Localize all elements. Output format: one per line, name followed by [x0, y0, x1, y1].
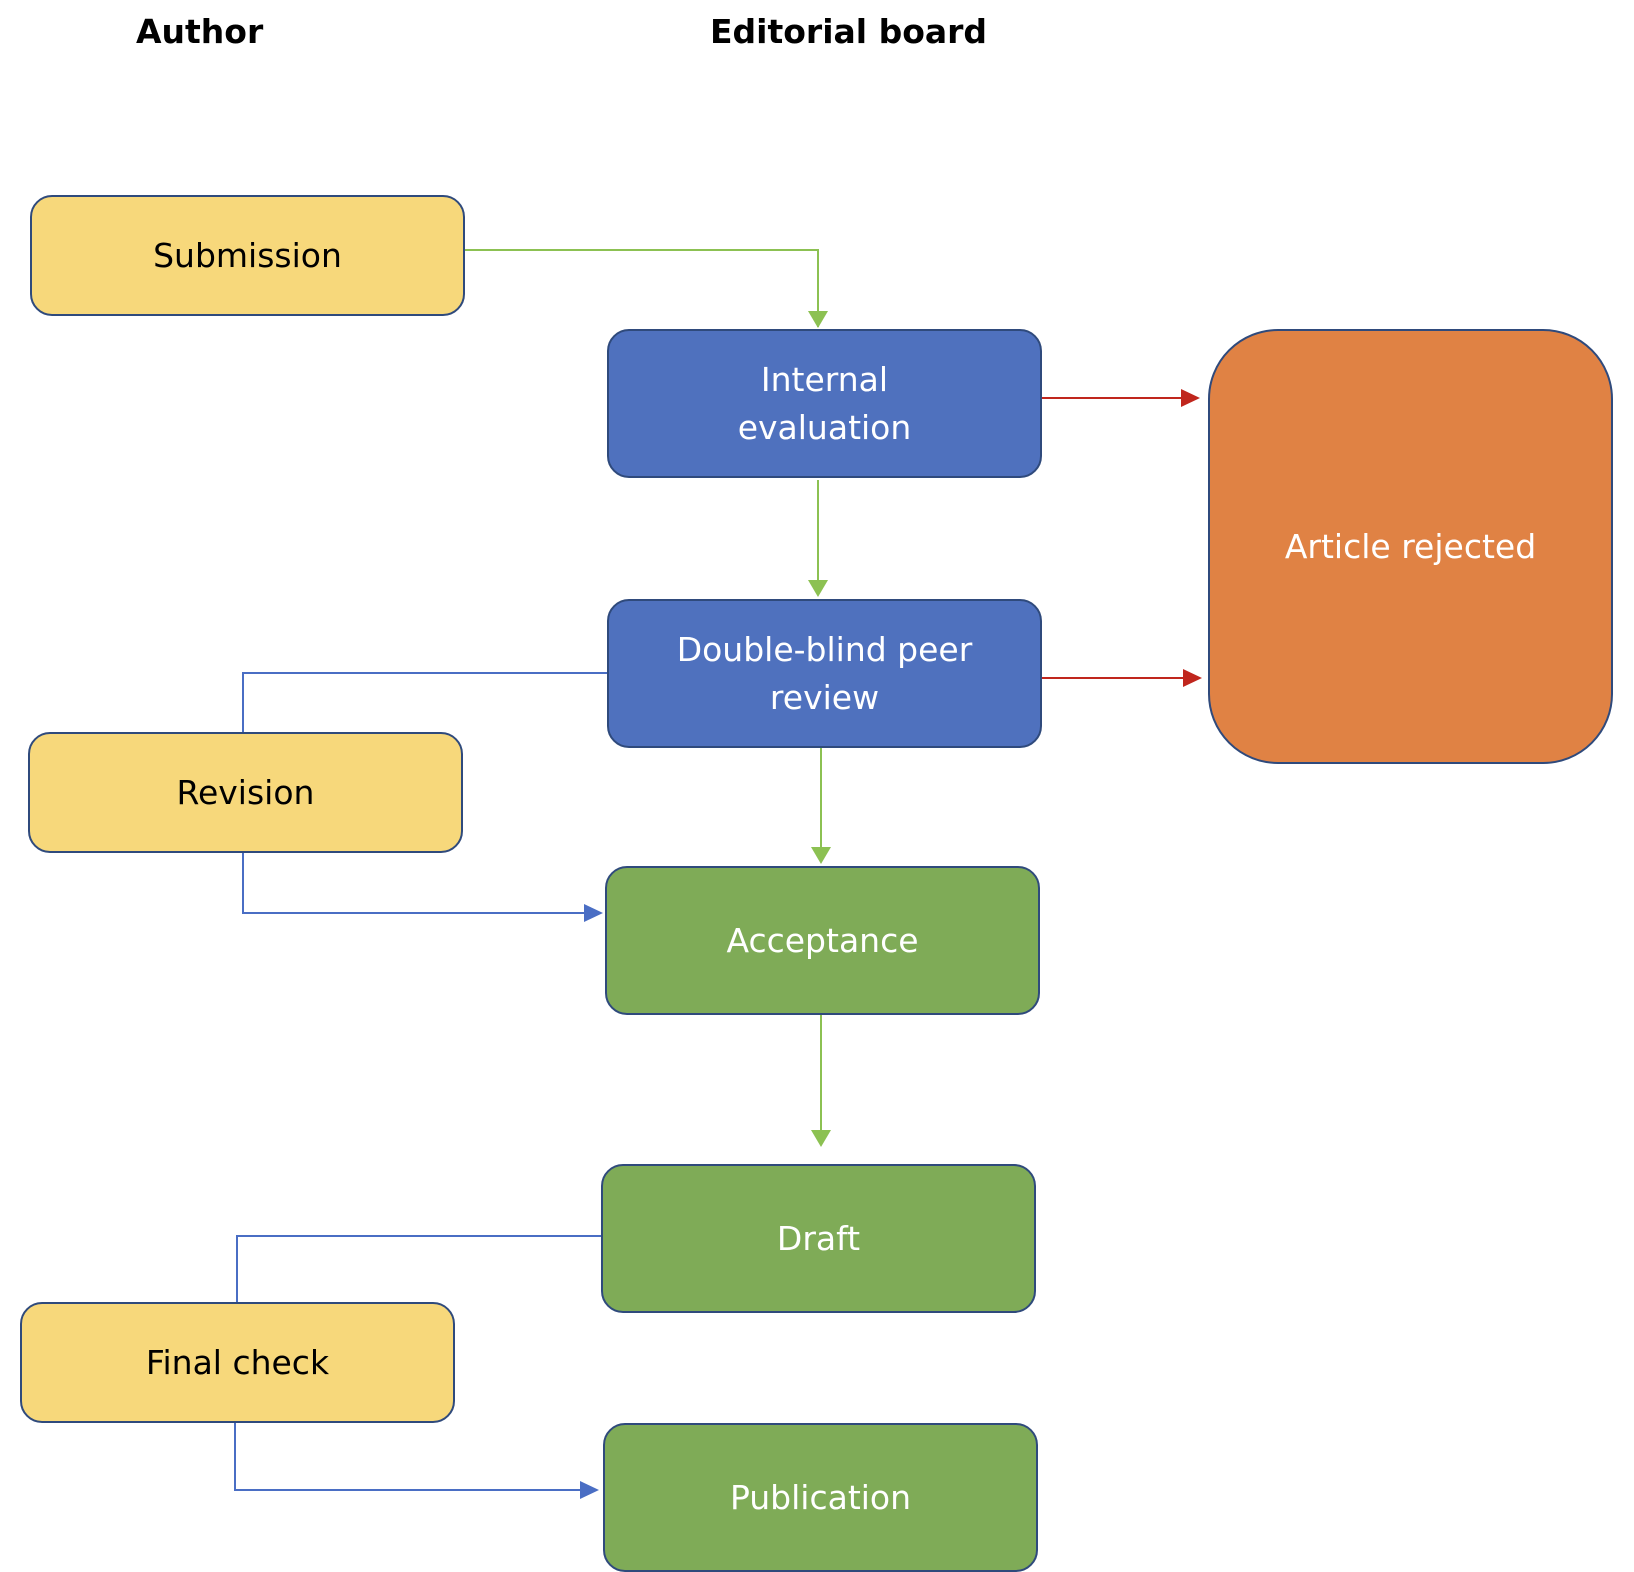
editorial-board-column-header: Editorial board [710, 12, 988, 51]
arrow-submission-to-internal [465, 249, 819, 327]
acceptance-node: Acceptance [605, 866, 1040, 1015]
peer-review-node: Double-blind peer review [607, 599, 1042, 748]
arrow-revision-to-acceptance [242, 853, 590, 914]
arrow-finalcheck-to-publication [234, 1423, 586, 1491]
author-column-header: Author [136, 12, 264, 51]
draft-label: Draft [776, 1218, 861, 1258]
arrowhead-finalcheck-to-publication [580, 1481, 599, 1499]
draft-node: Draft [601, 1164, 1036, 1313]
arrowhead-submission-to-internal [808, 311, 828, 328]
acceptance-label: Acceptance [726, 920, 919, 960]
internal-evaluation-label-line2: evaluation [737, 407, 912, 447]
revision-label: Revision [176, 772, 315, 812]
internal-evaluation-node: Internal evaluation [607, 329, 1042, 478]
arrowhead-internal-to-review [808, 580, 828, 597]
final-check-label: Final check [145, 1342, 330, 1382]
final-check-node: Final check [20, 1302, 455, 1423]
line-review-to-revision [242, 672, 607, 732]
publication-node: Publication [603, 1423, 1038, 1572]
arrowhead-review-to-acceptance [811, 847, 831, 864]
peer-review-label-line1: Double-blind peer [676, 629, 973, 669]
submission-node: Submission [30, 195, 465, 316]
publication-label: Publication [729, 1477, 912, 1517]
arrowhead-internal-to-rejected [1181, 389, 1200, 407]
peer-review-label-line2: review [769, 677, 880, 717]
line-draft-to-finalcheck [236, 1235, 601, 1302]
submission-label: Submission [153, 235, 342, 275]
internal-evaluation-label-line1: Internal [760, 359, 889, 399]
arrowhead-review-to-rejected [1183, 669, 1202, 687]
article-rejected-label: Article rejected [1284, 526, 1537, 566]
arrowhead-revision-to-acceptance [584, 904, 603, 922]
revision-node: Revision [28, 732, 463, 853]
arrowhead-acceptance-to-draft [811, 1130, 831, 1147]
article-rejected-node: Article rejected [1208, 329, 1613, 764]
